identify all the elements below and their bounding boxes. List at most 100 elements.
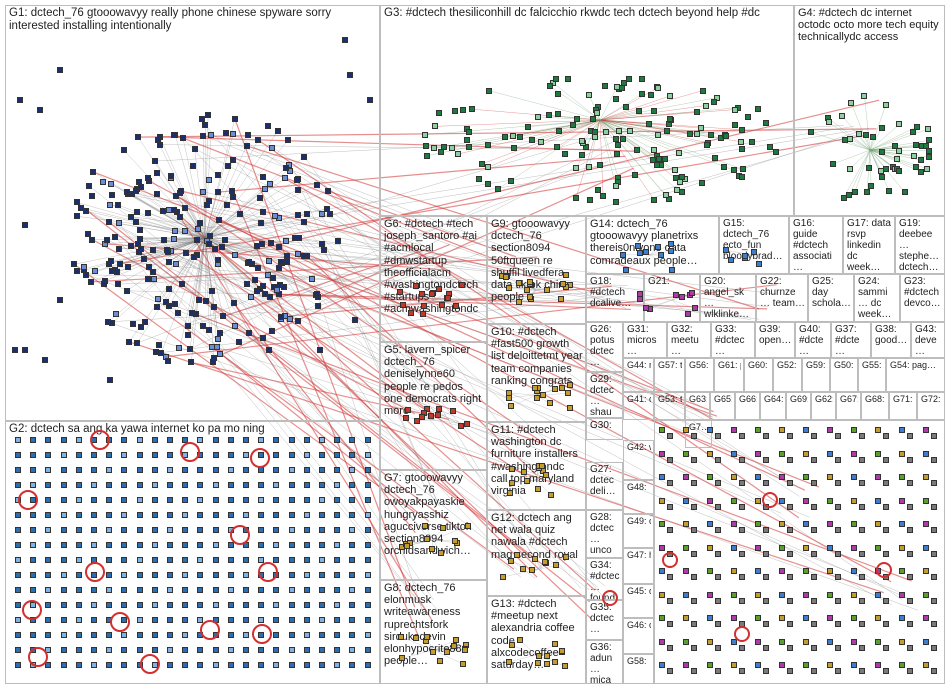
mid-group-vertex xyxy=(635,243,641,249)
g2-vertex xyxy=(167,647,173,653)
small-group-vertex xyxy=(755,545,761,551)
g1-vertex xyxy=(269,145,275,151)
small-group-vertex xyxy=(859,621,865,627)
small-group-vertex xyxy=(707,592,713,598)
g2-vertex xyxy=(91,482,97,488)
g3-vertex xyxy=(745,114,751,120)
small-group-vertex xyxy=(851,545,857,551)
g2-vertex xyxy=(91,662,97,668)
g1-vertex xyxy=(230,157,236,163)
g2-vertex xyxy=(289,617,295,623)
g1-vertex xyxy=(206,177,212,183)
g1-vertex xyxy=(195,226,201,232)
g1-vertex xyxy=(92,268,98,274)
small-group-vertex xyxy=(731,545,737,551)
g1-vertex xyxy=(325,188,331,194)
g2-vertex xyxy=(213,497,219,503)
g2-vertex xyxy=(365,512,371,518)
g3-vertex xyxy=(579,138,585,144)
mid-group-vertex xyxy=(514,552,520,558)
g2-vertex xyxy=(45,497,51,503)
g2-vertex xyxy=(61,602,67,608)
small-group-vertex xyxy=(787,457,793,463)
g2-vertex xyxy=(61,482,67,488)
small-group-vertex xyxy=(667,645,673,651)
small-group-vertex xyxy=(811,668,817,674)
g3-vertex xyxy=(700,88,706,94)
g1-vertex xyxy=(209,344,215,350)
g1-vertex xyxy=(104,237,110,243)
g2-vertex xyxy=(182,602,188,608)
g3-vertex xyxy=(723,133,729,139)
g1-vertex xyxy=(215,189,221,195)
g3-vertex xyxy=(767,144,773,150)
g2-vertex xyxy=(334,512,340,518)
g1-vertex xyxy=(156,342,162,348)
g2-vertex xyxy=(243,602,249,608)
small-group-vertex xyxy=(755,498,761,504)
small-group-vertex xyxy=(659,662,665,668)
g3-vertex xyxy=(613,136,619,142)
small-group-vertex xyxy=(803,451,809,457)
g1-vertex xyxy=(229,188,235,194)
g1-vertex xyxy=(270,275,276,281)
small-group-vertex xyxy=(851,427,857,433)
g4-vertex xyxy=(918,157,924,163)
g2-vertex xyxy=(349,497,355,503)
g2-vertex xyxy=(152,572,158,578)
g2-vertex xyxy=(152,497,158,503)
g4-vertex xyxy=(911,153,917,159)
small-group-vertex xyxy=(731,498,737,504)
g2-vertex xyxy=(137,467,143,473)
g3-vertex xyxy=(623,104,629,110)
g3-vertex xyxy=(546,112,552,118)
small-group-vertex xyxy=(851,498,857,504)
mid-group-vertex xyxy=(422,523,428,529)
mid-group-vertex xyxy=(403,415,409,421)
g1-vertex xyxy=(258,220,264,226)
small-group-vertex xyxy=(739,551,745,557)
small-group-vertex xyxy=(667,668,673,674)
g1-vertex xyxy=(124,189,130,195)
g2-vertex xyxy=(228,647,234,653)
g3-vertex xyxy=(763,120,769,126)
mid-group-vertex xyxy=(516,299,522,305)
g2-vertex xyxy=(76,662,82,668)
g1-vertex xyxy=(205,112,211,118)
g4-vertex xyxy=(896,168,902,174)
g1-vertex xyxy=(185,323,191,329)
group-g18: G18: #dctech dcalive… xyxy=(586,274,644,322)
g2-vertex xyxy=(365,647,371,653)
small-group-vertex xyxy=(907,480,913,486)
g1-vertex xyxy=(309,276,315,282)
small-group-vertex xyxy=(667,574,673,580)
small-group-vertex xyxy=(883,598,889,604)
small-group-vertex xyxy=(875,451,881,457)
g4-vertex xyxy=(902,189,908,195)
mid-group-vertex xyxy=(419,291,425,297)
g2-vertex xyxy=(106,527,112,533)
g1-isolate-vertex xyxy=(107,377,113,383)
small-group-vertex xyxy=(739,527,745,533)
g3-vertex xyxy=(721,164,727,170)
g1-vertex xyxy=(191,254,197,260)
small-group-vertex xyxy=(899,521,905,527)
mid-group-vertex xyxy=(398,634,404,640)
mid-group-vertex xyxy=(548,492,554,498)
g1-vertex xyxy=(295,187,301,193)
g2-vertex xyxy=(289,587,295,593)
g1-vertex xyxy=(215,336,221,342)
group-g46: G46: chil… xyxy=(623,618,654,654)
small-group-vertex xyxy=(707,639,713,645)
group-g23-label: G23: #dctech devco… xyxy=(904,276,942,309)
g2-vertex xyxy=(76,482,82,488)
g2-vertex xyxy=(76,542,82,548)
mid-group-vertex xyxy=(400,302,406,308)
g2-vertex xyxy=(106,647,112,653)
g1-vertex xyxy=(81,264,87,270)
mid-group-vertex xyxy=(424,634,430,640)
small-group-vertex xyxy=(859,645,865,651)
g1-vertex xyxy=(203,298,209,304)
g1-vertex xyxy=(154,191,160,197)
g2-vertex xyxy=(106,662,112,668)
